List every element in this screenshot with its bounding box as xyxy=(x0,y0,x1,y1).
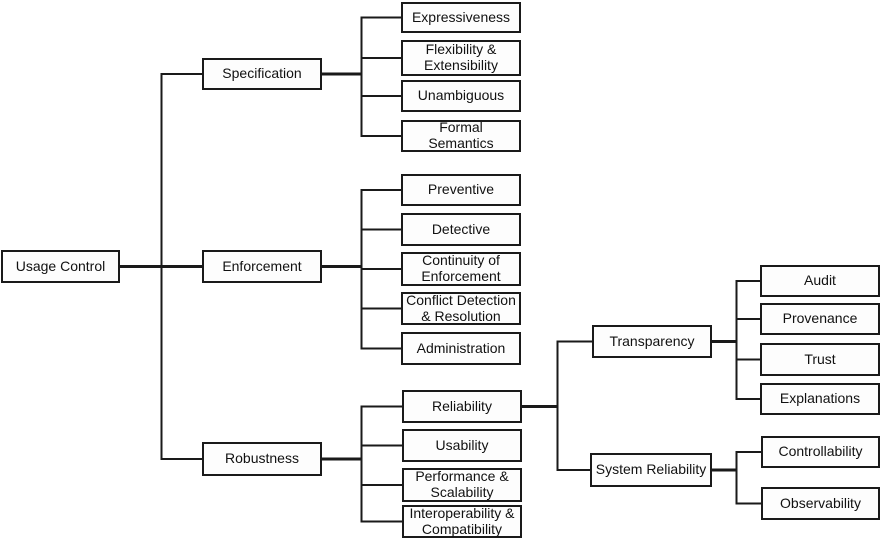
node-detective: Detective xyxy=(401,213,521,246)
branch-connector-paths xyxy=(120,72,737,472)
node-usability: Usability xyxy=(402,429,522,462)
node-administration: Administration xyxy=(401,332,521,365)
node-performance-scalability: Performance & Scalability xyxy=(402,468,522,502)
node-conflict-detection-resolution: Conflict Detection & Resolution xyxy=(401,292,521,325)
node-observability: Observability xyxy=(761,487,880,520)
node-flexibility-extensibility: Flexibility & Extensibility xyxy=(401,40,521,76)
node-specification: Specification xyxy=(202,58,322,90)
node-transparency: Transparency xyxy=(592,325,712,358)
node-expressiveness: Expressiveness xyxy=(401,2,521,33)
node-preventive: Preventive xyxy=(401,174,521,206)
node-enforcement: Enforcement xyxy=(202,250,322,283)
node-explanations: Explanations xyxy=(760,383,880,415)
node-interoperability-compatibility: Interoperability & Compatibility xyxy=(402,505,522,538)
node-usage-control: Usage Control xyxy=(1,250,120,283)
node-audit: Audit xyxy=(760,265,880,297)
node-robustness: Robustness xyxy=(202,442,322,476)
node-formal-semantics: Formal Semantics xyxy=(401,119,521,152)
node-controllability: Controllability xyxy=(761,436,880,468)
node-continuity-of-enforcement: Continuity of Enforcement xyxy=(401,252,521,286)
node-trust: Trust xyxy=(760,343,880,376)
node-provenance: Provenance xyxy=(760,303,880,335)
node-system-reliability: System Reliability xyxy=(590,453,712,487)
node-reliability: Reliability xyxy=(402,390,522,423)
node-unambiguous: Unambiguous xyxy=(401,80,521,112)
